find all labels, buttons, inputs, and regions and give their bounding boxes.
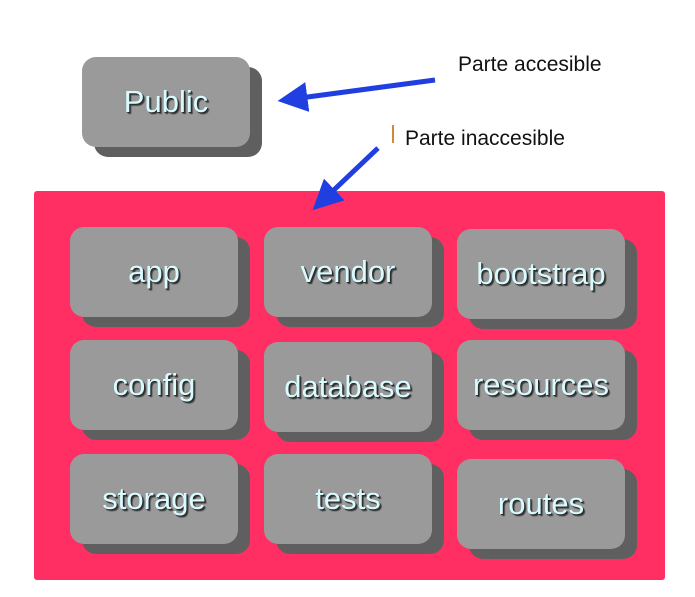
folder-face: app (70, 227, 238, 317)
folder-box-vendor: vendor (264, 227, 444, 327)
public-folder-label: Public (123, 84, 209, 119)
folder-face: storage (70, 454, 238, 544)
folder-box-routes: routes (457, 459, 637, 559)
folder-face: database (264, 342, 432, 432)
folder-face: bootstrap (457, 229, 625, 319)
folder-box-resources: resources (457, 340, 637, 440)
folder-label-app: app (128, 254, 180, 289)
folder-label-storage: storage (102, 481, 206, 516)
folder-face: tests (264, 454, 432, 544)
folder-label-vendor: vendor (300, 254, 396, 289)
folder-label-config: config (112, 367, 196, 402)
folder-face: routes (457, 459, 625, 549)
folder-box-storage: storage (70, 454, 250, 554)
folder-label-routes: routes (497, 486, 585, 521)
accessible-annotation: Parte accesible (458, 53, 602, 76)
folder-box-database: database (264, 342, 444, 442)
folder-box-app: app (70, 227, 250, 327)
text-cursor-mark (392, 125, 394, 143)
folder-label-tests: tests (315, 481, 381, 516)
folder-box-tests: tests (264, 454, 444, 554)
public-folder-face: Public (82, 57, 250, 147)
inaccessible-annotation: Parte inaccesible (405, 127, 565, 150)
public-folder-box: Public (82, 57, 262, 157)
folder-box-config: config (70, 340, 250, 440)
folder-face: config (70, 340, 238, 430)
folder-label-bootstrap: bootstrap (476, 256, 606, 291)
folder-face: vendor (264, 227, 432, 317)
arrow-to-public (277, 77, 436, 112)
folder-label-database: database (284, 369, 412, 404)
folder-face: resources (457, 340, 625, 430)
arrow-to-inaccessible-area (312, 146, 380, 211)
folder-label-resources: resources (472, 367, 610, 402)
folder-box-bootstrap: bootstrap (457, 229, 637, 329)
